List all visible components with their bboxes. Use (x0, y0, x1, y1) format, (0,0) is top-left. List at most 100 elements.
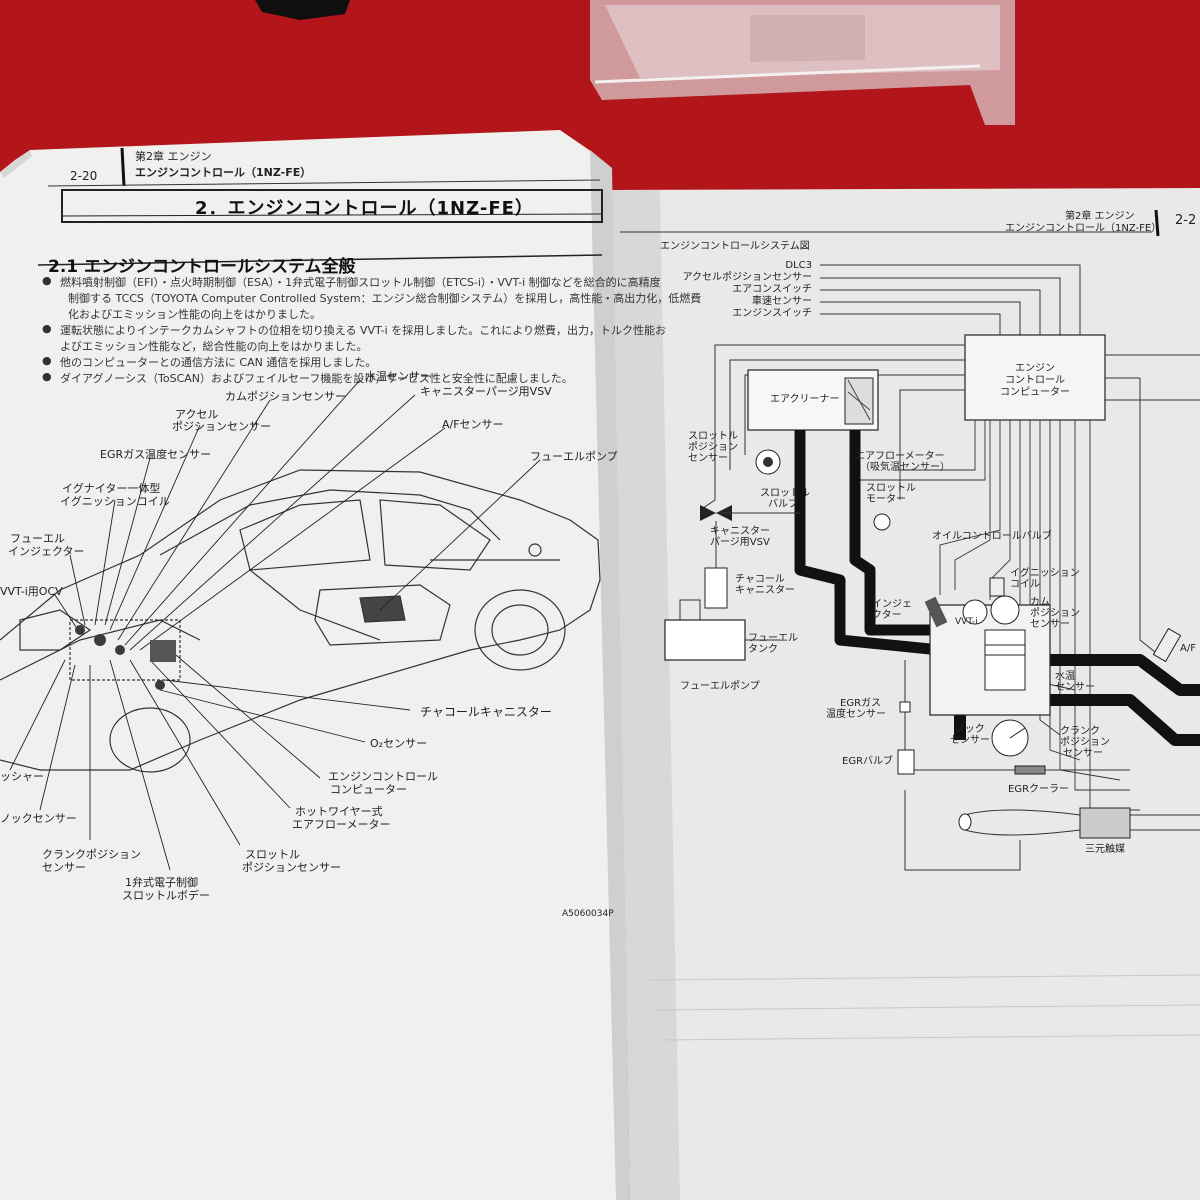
afm-label-1: エアフローメーター (855, 451, 945, 462)
ign-label-1: イグニッション (1010, 568, 1080, 579)
label-injector-2: インジェクター (8, 545, 85, 558)
label-injector-1: フューエル (10, 532, 65, 545)
cam-label-2: ポジション (1030, 608, 1080, 619)
crank-label-2: ポジション (1060, 737, 1110, 748)
pump-label: フューエルポンプ (680, 681, 760, 692)
bullet-line: 他のコンピューターとの通信方法に CAN 通信を採用しました。 (60, 356, 377, 369)
diagram-title: エンジンコントロールシステム図 (660, 241, 810, 252)
water-label-2: センサー (1055, 682, 1095, 693)
catalyst-label: 三元触媒 (1085, 844, 1125, 855)
cam-label-3: センサー (1030, 619, 1070, 630)
right-page-number: 2-2 (1175, 213, 1197, 228)
inj-label-2: クター (872, 610, 902, 621)
acrylic-stand (590, 0, 1015, 125)
bullet-marker: ● (42, 274, 52, 287)
air-cleaner-label: エアクリーナー (770, 394, 840, 405)
valve-label-2: バルブ (768, 499, 798, 510)
label-cut-left: ッシャー (0, 770, 44, 783)
input-ac-switch: エアコンスイッチ (732, 284, 812, 295)
egr-valve-label: EGRバルブ (842, 756, 894, 767)
left-page-number: 2-20 (70, 169, 98, 183)
input-accel-sensor: アクセルポジションセンサー (682, 272, 813, 283)
label-crank-1: クランクポジション (42, 848, 141, 861)
fuel-tank (664, 619, 746, 661)
label-accel-1: アクセル (175, 408, 219, 421)
right-chapter: 第2章 エンジン (1065, 211, 1135, 222)
tank-label-1: フューエル (748, 633, 798, 644)
motor-label-2: モーター (866, 494, 906, 505)
purge-label-1: キャニスター (710, 526, 770, 537)
tps-label-2: ポジション (688, 442, 738, 453)
input-dlc3: DLC3 (785, 260, 812, 271)
inj-label-1: インジェ (872, 599, 912, 610)
egr-cooler-label: EGRクーラー (1008, 784, 1070, 795)
left-chapter: 第2章 エンジン (135, 150, 212, 163)
bullet-line: 制御する TCCS（TOYOTA Computer Controlled Sys… (68, 292, 702, 305)
tps-label-1: スロットル (688, 431, 738, 442)
egr-temp-label-1: EGRガス (840, 698, 882, 709)
left-title: 2．エンジンコントロール（1NZ-FE） (195, 198, 534, 219)
afm-label-2: （吸気温センサー） (860, 462, 950, 473)
charcoal-label-1: チャコール (735, 574, 785, 585)
ocv-label: オイルコントロールバルブ (932, 531, 1052, 542)
af-cut-label: A/F (1180, 643, 1196, 654)
black-object (255, 0, 350, 20)
crank-label-3: センサー (1063, 748, 1103, 759)
bullet-line: 燃料噴射制御（EFI）・点火時期制御（ESA）・1弁式電子制御スロットル制御（E… (60, 276, 661, 289)
charcoal-label-2: キャニスター (735, 585, 795, 596)
knock-label-2: センサー (950, 735, 990, 746)
vvt-label: VVT-i (955, 617, 978, 627)
bullet-marker: ● (42, 370, 52, 383)
right-subheading: エンジンコントロール（1NZ-FE） (1005, 223, 1162, 234)
bullet-line: よびエミッション性能など，総合性能の向上をはかりました。 (60, 340, 368, 353)
ign-label-2: コイル (1010, 579, 1040, 590)
crank-label-1: クランク (1060, 726, 1100, 737)
egr-temp-label-2: 温度センサー (826, 709, 886, 720)
label-ecu-1: エンジンコントロール (328, 770, 438, 783)
bullet-line: ダイアグノーシス（ToSCAN）およびフェイルセーフ機能を設け，サービス性と安全… (60, 372, 573, 385)
label-knock: ノックセンサー (0, 812, 77, 825)
label-ecu-2: コンピューター (330, 783, 407, 796)
bullet-marker: ● (42, 354, 52, 367)
label-cam-position: カムポジションセンサー (225, 390, 346, 403)
label-hotwire-1: ホットワイヤー式 (295, 805, 383, 818)
label-af-sensor: A/Fセンサー (442, 418, 504, 431)
label-canister-vsv: キャニスターパージ用VSV (420, 385, 552, 398)
label-etcs-2: スロットルボデー (122, 889, 210, 902)
label-crank-2: センサー (42, 861, 86, 874)
ecu-label-1: エンジン (1015, 363, 1055, 374)
label-egr-temp: EGRガス温度センサー (100, 448, 212, 461)
left-subheading: エンジンコントロール（1NZ-FE） (135, 166, 312, 179)
figure-code: A5060034P (562, 909, 614, 919)
bullet-marker: ● (42, 322, 52, 335)
bullet-line: 運転状態によりインテークカムシャフトの位相を切り換える VVT-i を採用しまし… (60, 324, 667, 337)
water-label-1: 水温 (1055, 671, 1075, 682)
cam-label-1: カム (1030, 597, 1050, 608)
input-engine-switch: エンジンスイッチ (732, 308, 812, 319)
ecu-box (964, 334, 1106, 421)
knock-label-1: ノック (955, 724, 985, 735)
ecu-label-2: コントロール (1005, 375, 1065, 386)
ecu-label-3: コンピューター (1000, 387, 1070, 398)
label-throttle-pos-1: スロットル (245, 848, 300, 861)
tank-label-2: タンク (748, 644, 778, 655)
valve-label-1: スロットル (760, 488, 810, 499)
tps-label-3: センサー (688, 453, 728, 464)
label-etcs-1: 1弁式電子制御 (125, 876, 198, 889)
motor-label-1: スロットル (866, 483, 916, 494)
left-section-title: 2.1 エンジンコントロールシステム全般 (48, 257, 356, 277)
label-charcoal: チャコールキャニスター (420, 705, 552, 719)
label-accel-2: ポジションセンサー (172, 420, 271, 433)
label-fuel-pump: フューエルポンプ (530, 450, 618, 463)
label-throttle-pos-2: ポジションセンサー (242, 861, 341, 874)
label-vvt-ocv: VVT-i用OCV (0, 585, 63, 598)
purge-label-2: パージ用VSV (710, 537, 770, 548)
label-igniter-1: イグナイター一体型 (62, 482, 161, 495)
label-igniter-2: イグニッションコイル (60, 495, 170, 508)
